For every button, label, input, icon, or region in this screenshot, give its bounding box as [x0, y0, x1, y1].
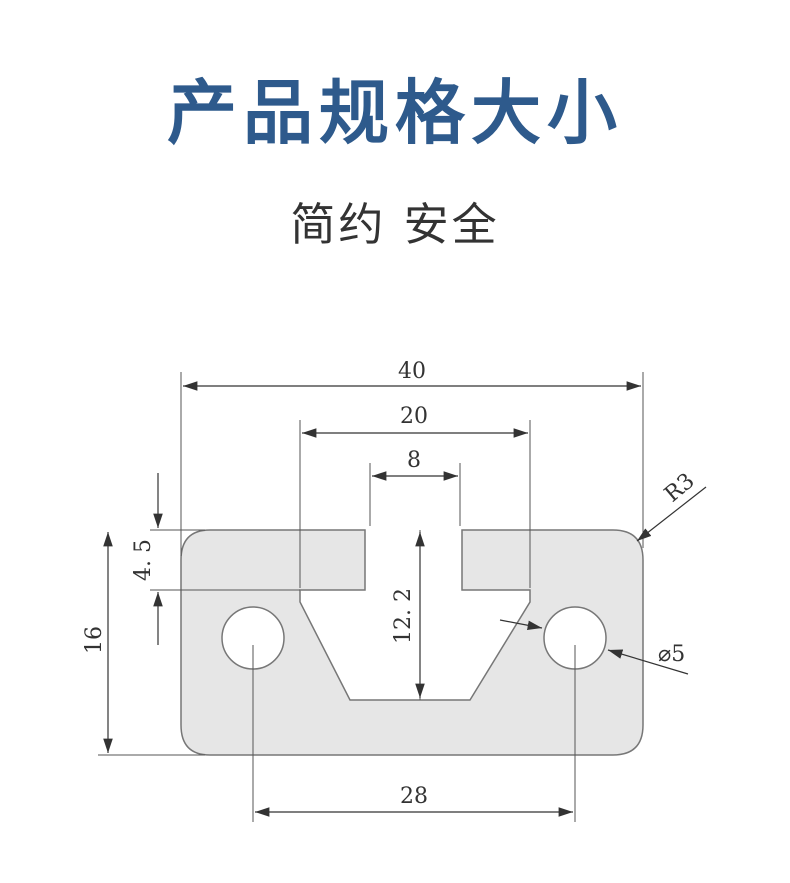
- dim-label-corner-radius: R3: [660, 469, 699, 508]
- profile-outline: [180, 529, 644, 756]
- dim-label-hole-diameter: ⌀5: [658, 642, 685, 667]
- leader-radius: [636, 486, 707, 542]
- dim-label-flange-thickness: 4. 5: [131, 539, 156, 581]
- dim-label-height: 16: [82, 626, 107, 654]
- page-subtitle: 简约 安全: [290, 198, 500, 251]
- dim-label-slot-depth: 12. 2: [391, 588, 416, 644]
- leader-hole-diameter: [499, 619, 543, 631]
- dim-label-slot-opening: 8: [407, 448, 421, 473]
- dim-label-hole-spacing: 28: [400, 784, 428, 809]
- leader-hole-diameter: [607, 649, 689, 675]
- dim-label-slot-width: 20: [400, 404, 428, 429]
- page-title: 产品规格大小: [167, 72, 623, 154]
- dim-label-overall-width: 40: [398, 359, 426, 384]
